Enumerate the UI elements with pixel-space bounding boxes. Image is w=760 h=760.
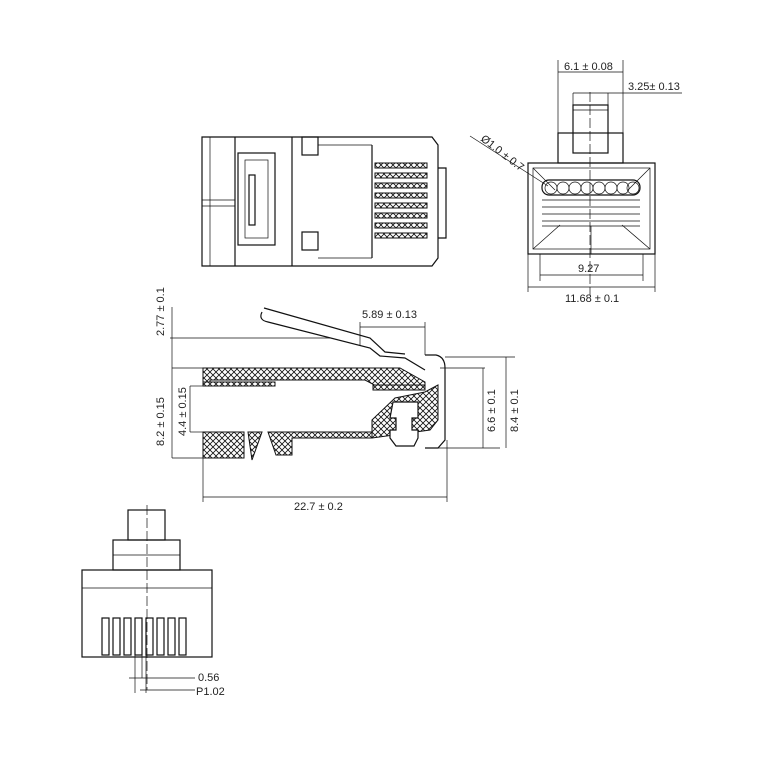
end-view: 6.1 ± 0.08 3.25± 0.13 Ø1.0 ± 0.7 9.27 11… [469,60,682,305]
front-view: 0.56 P1.02 [81,505,225,698]
latch-height-dim: 2.77 ± 0.1 [155,287,167,336]
pitch-dim: P1.02 [196,686,225,698]
side-view: 2.77 ± 0.1 5.89 ± 0.13 8.2 ± 0.15 4.4 ± … [155,287,521,513]
tab-inner-dim: 3.25± 0.13 [628,81,680,93]
contacts-top [374,162,428,239]
cable-circles [544,181,640,195]
contact-span-dim: 9.27 [578,263,599,275]
front-height-dim: 6.6 ± 0.1 [486,389,498,432]
top-view [201,136,447,267]
body-height-dim: 8.2 ± 0.15 [155,397,167,446]
contacts-front [101,617,187,656]
cavity-height-dim: 4.4 ± 0.15 [177,387,189,436]
tab-width-dim: 6.1 ± 0.08 [564,61,613,73]
overall-height-dim: 8.4 ± 0.1 [509,389,521,432]
contact-width-dim: 0.56 [198,672,219,684]
length-dim: 22.7 ± 0.2 [294,501,343,513]
latch-offset-dim: 5.89 ± 0.13 [362,309,417,321]
cable-dia-dim: Ø1.0 ± 0.7 [478,133,526,174]
body-width-dim: 11.68 ± 0.1 [565,293,619,305]
